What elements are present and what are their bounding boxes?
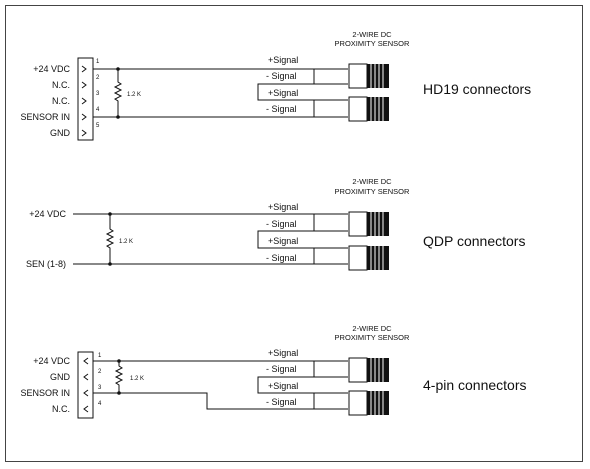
signal-label: +Signal bbox=[268, 55, 298, 65]
resistor-label: 1.2 K bbox=[127, 92, 141, 98]
pin-number: 5 bbox=[96, 123, 100, 129]
section-hd19: 2-WIRE DC PROXIMITY SENSOR +24 VDC N.C. … bbox=[20, 30, 531, 141]
signal-label: - Signal bbox=[266, 397, 297, 407]
cable-lines bbox=[314, 360, 348, 410]
wire-loop bbox=[257, 230, 314, 249]
sensor-title-line-2: PROXIMITY SENSOR bbox=[335, 187, 410, 196]
signal-label: - Signal bbox=[266, 104, 297, 114]
connector-name: HD19 connectors bbox=[423, 81, 531, 97]
terminal-label: N.C. bbox=[52, 404, 70, 414]
sensor-connector-1 bbox=[348, 63, 389, 89]
cable-lines bbox=[314, 68, 348, 118]
terminal-arrows bbox=[83, 357, 89, 413]
pin-number: 4 bbox=[98, 401, 102, 407]
sensor-title-line-1: 2-WIRE DC bbox=[352, 177, 392, 186]
resistor-label: 1.2 K bbox=[119, 239, 133, 245]
sensor-title-line-1: 2-WIRE DC bbox=[352, 30, 392, 39]
pin-number: 3 bbox=[98, 385, 102, 391]
sensor-title-line-2: PROXIMITY SENSOR bbox=[335, 39, 410, 48]
signal-label: +Signal bbox=[268, 348, 298, 358]
signal-label: - Signal bbox=[266, 219, 297, 229]
sensor-title-line-1: 2-WIRE DC bbox=[352, 324, 392, 333]
section-qdp: 2-WIRE DC PROXIMITY SENSOR +24 VDC SEN (… bbox=[26, 177, 525, 271]
terminal-label: GND bbox=[50, 128, 71, 138]
signal-label: - Signal bbox=[266, 71, 297, 81]
cable-lines bbox=[314, 213, 348, 265]
terminal-label: SENSOR IN bbox=[20, 388, 70, 398]
wire-sensor-in bbox=[93, 392, 314, 410]
terminal-arrows bbox=[81, 65, 87, 137]
pin-number: 2 bbox=[98, 369, 102, 375]
sensor-connector-1 bbox=[348, 211, 389, 237]
signal-label: +Signal bbox=[268, 88, 298, 98]
pin-number: 3 bbox=[96, 91, 100, 97]
terminal-block bbox=[77, 351, 94, 419]
connector-name: 4-pin connectors bbox=[423, 377, 527, 393]
wire-loop bbox=[257, 376, 314, 394]
signal-label: +Signal bbox=[268, 381, 298, 391]
terminal-label: +24 VDC bbox=[33, 356, 70, 366]
wire-loop bbox=[257, 83, 314, 101]
terminal-label: +24 VDC bbox=[33, 64, 70, 74]
resistor bbox=[105, 214, 115, 264]
sensor-connector-2 bbox=[348, 245, 389, 271]
pin-number: 1 bbox=[96, 59, 100, 65]
signal-label: - Signal bbox=[266, 253, 297, 263]
signal-label: +Signal bbox=[268, 236, 298, 246]
resistor-label: 1.2 K bbox=[130, 376, 144, 382]
sensor-title-line-2: PROXIMITY SENSOR bbox=[335, 333, 410, 342]
terminal-label: +24 VDC bbox=[29, 209, 66, 219]
signal-label: +Signal bbox=[268, 202, 298, 212]
terminal-label: GND bbox=[50, 372, 71, 382]
terminal-label: N.C. bbox=[52, 96, 70, 106]
connector-name: QDP connectors bbox=[423, 233, 525, 249]
sensor-connector-1 bbox=[348, 357, 389, 383]
resistor bbox=[114, 361, 124, 393]
terminal-label: N.C. bbox=[52, 80, 70, 90]
signal-label: - Signal bbox=[266, 364, 297, 374]
resistor bbox=[113, 69, 123, 117]
terminal-label: SEN (1-8) bbox=[26, 259, 66, 269]
diagram-frame bbox=[5, 5, 583, 462]
terminal-block bbox=[77, 57, 94, 141]
terminal-label: SENSOR IN bbox=[20, 112, 70, 122]
pin-number: 1 bbox=[98, 353, 102, 359]
sensor-connector-2 bbox=[348, 96, 389, 122]
sensor-connector-2 bbox=[348, 390, 389, 416]
section-4pin: 2-WIRE DC PROXIMITY SENSOR +24 VDC GND S… bbox=[20, 324, 527, 419]
pin-number: 2 bbox=[96, 75, 100, 81]
pin-number: 4 bbox=[96, 107, 100, 113]
